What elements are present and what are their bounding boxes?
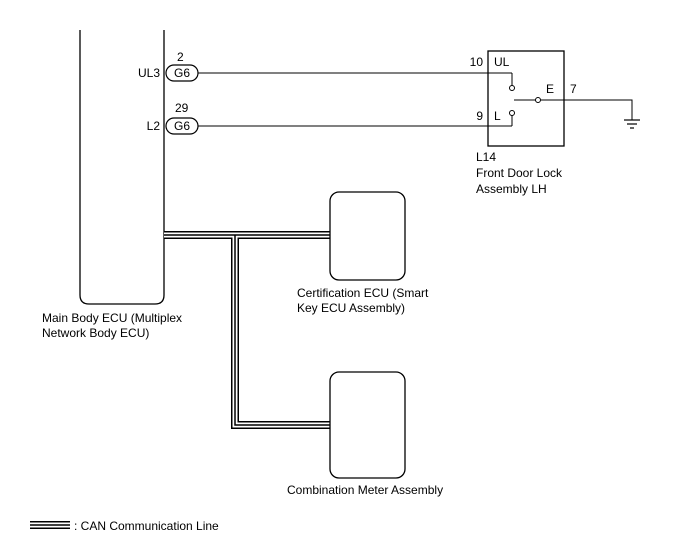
signal-label-l2: L2 <box>147 119 161 133</box>
terminal-l-label: L <box>494 109 501 123</box>
ground-icon <box>564 99 640 129</box>
connector-g6-ul3-label: G6 <box>174 66 190 80</box>
door-lock-label-line1: Front Door Lock <box>476 166 563 180</box>
main-body-ecu-label-line1: Main Body ECU (Multiplex <box>42 311 182 325</box>
legend: : CAN Communication Line <box>30 519 219 533</box>
pin-number-2: 2 <box>177 50 184 64</box>
pin-number-29: 29 <box>175 101 189 115</box>
terminal-ul-label: UL <box>494 55 510 69</box>
can-bus <box>164 231 330 429</box>
main-body-ecu-label-line2: Network Body ECU) <box>42 326 149 340</box>
ecu-pin-ul3: UL3 2 G6 <box>138 50 199 82</box>
certification-ecu-label-line1: Certification ECU (Smart <box>297 286 429 300</box>
certification-ecu-label-line2: Key ECU Assembly) <box>297 301 405 315</box>
main-body-ecu: Main Body ECU (Multiplex Network Body EC… <box>42 30 182 340</box>
combination-meter-box <box>329 371 406 479</box>
main-body-ecu-box <box>79 30 165 305</box>
ecu-pin-l2: L2 29 G6 <box>147 101 199 135</box>
certification-ecu-box <box>329 191 406 281</box>
switch-contact-ul <box>509 85 515 91</box>
connector-g6-l2-label: G6 <box>174 119 190 133</box>
switch-contact-l <box>509 110 515 116</box>
pin-number-9: 9 <box>476 109 483 123</box>
combination-meter: Combination Meter Assembly <box>287 371 443 497</box>
certification-ecu: Certification ECU (Smart Key ECU Assembl… <box>297 191 429 315</box>
terminal-e-label: E <box>546 82 554 96</box>
pin-number-10: 10 <box>470 55 484 69</box>
can-line-legend-label: : CAN Communication Line <box>74 519 219 533</box>
door-lock-code: L14 <box>476 150 496 164</box>
door-lock-label-line2: Assembly LH <box>476 182 547 196</box>
door-lock-box <box>487 50 565 147</box>
signal-label-ul3: UL3 <box>138 66 160 80</box>
pin-number-7: 7 <box>570 82 577 96</box>
switch-common <box>535 97 541 103</box>
combination-meter-label: Combination Meter Assembly <box>287 483 443 497</box>
front-door-lock-assembly: UL L E 10 9 7 L14 Front Door Lock Assemb… <box>470 50 577 196</box>
